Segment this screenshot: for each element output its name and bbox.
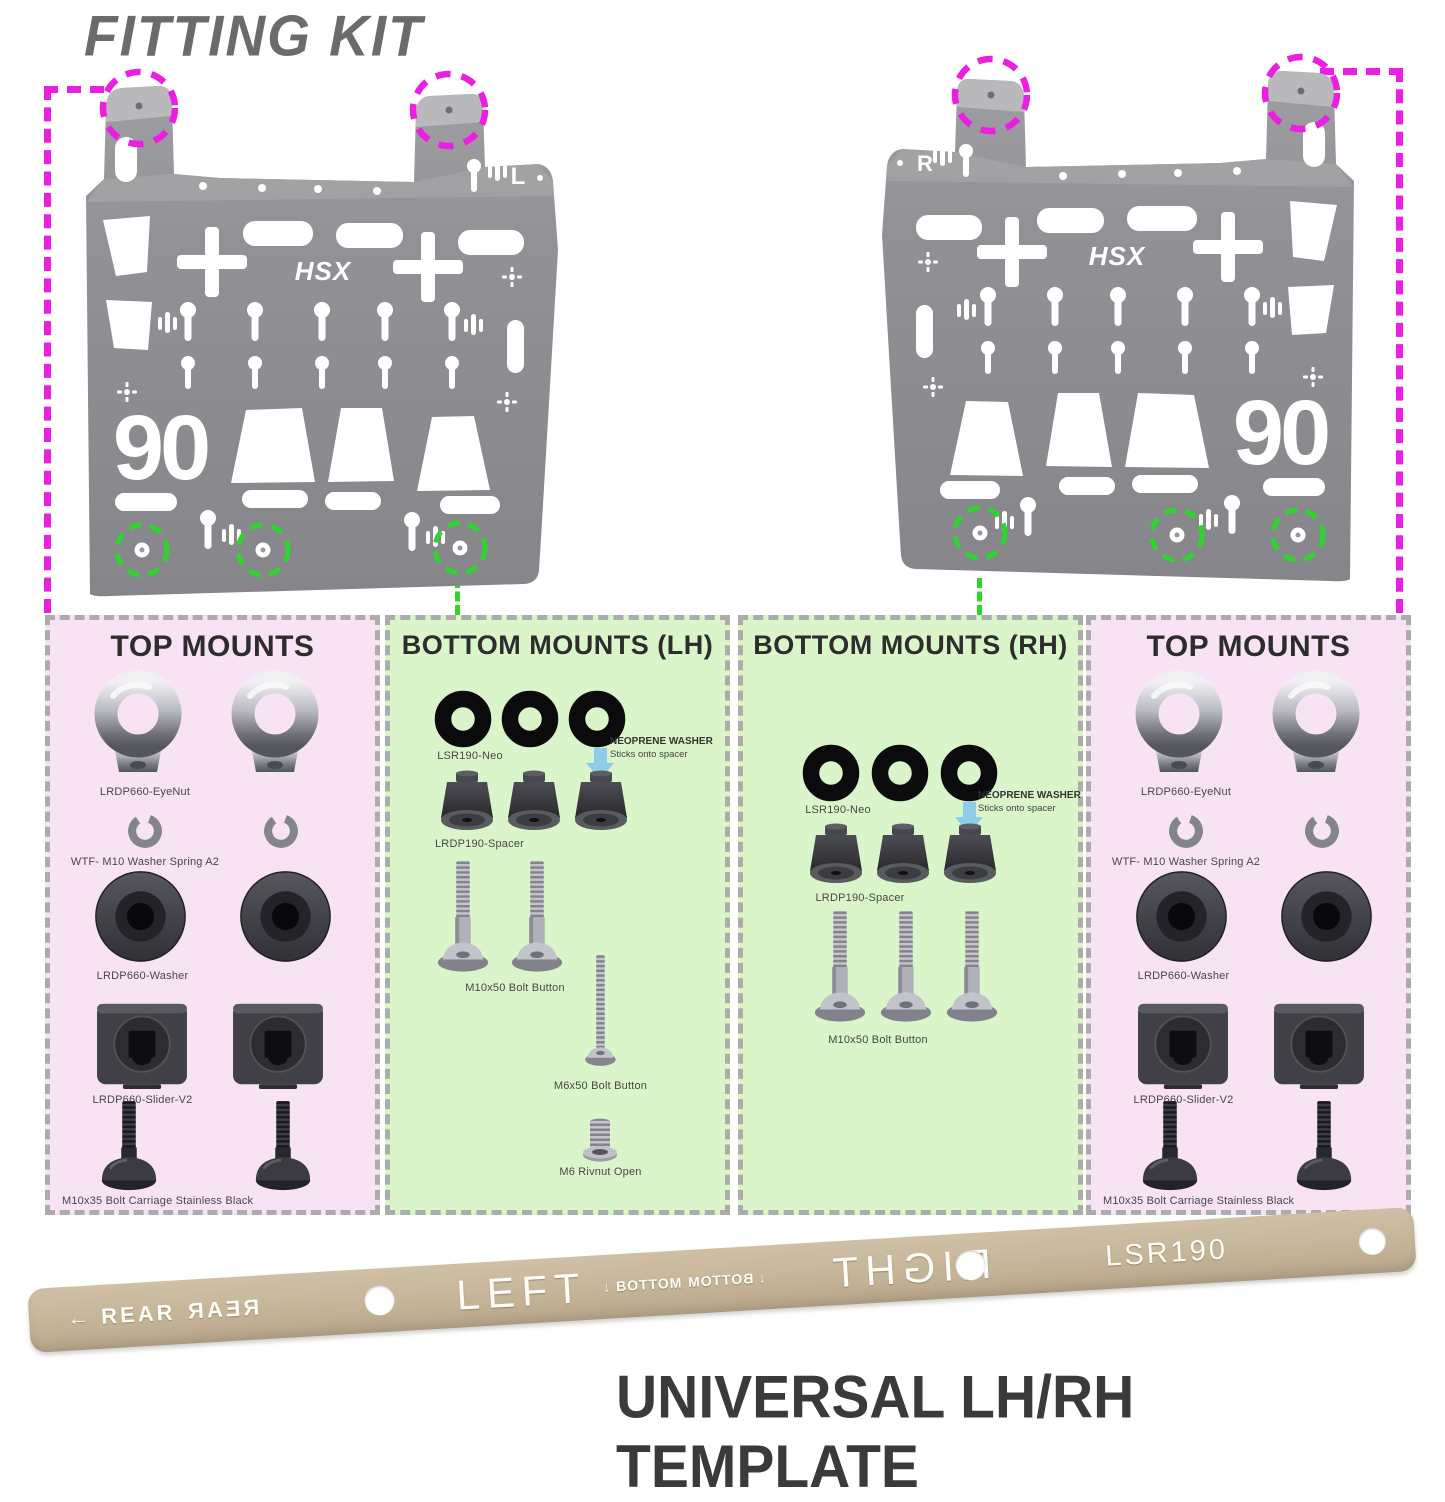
- brand-logo: HSX: [295, 256, 352, 286]
- strip-hole: [363, 1284, 396, 1317]
- spacer-image: [508, 770, 560, 830]
- neoprene-washer-image: [501, 690, 559, 748]
- neoprene-note: NEOPRENE WASHER Sticks onto spacer: [610, 736, 728, 760]
- spring-washer-image: [124, 810, 166, 852]
- fitting-kit-infographic: FITTING KIT: [27, 3, 1417, 1501]
- note-subtitle: Sticks onto spacer: [978, 802, 1056, 814]
- note-subtitle: Sticks onto spacer: [610, 748, 688, 760]
- green-connector-line: [455, 578, 460, 615]
- part-label: WTF- M10 Washer Spring A2: [1111, 856, 1261, 868]
- neoprene-note: NEOPRENE WASHER Sticks onto spacer: [978, 790, 1086, 814]
- slider-image: [232, 1002, 324, 1090]
- eyenut-image: [1261, 670, 1371, 780]
- green-connector-line: [977, 578, 982, 615]
- part-label: LRDP660-EyeNut: [1140, 786, 1232, 798]
- spring-washer-image: [260, 810, 302, 852]
- bottom-mounts-box-lh: BOTTOM MOUNTS (LH) LSR190-Neo NEOPRENE W…: [385, 615, 730, 1215]
- slider-image: [1137, 1002, 1229, 1090]
- part-label: LSR190-Neo: [437, 750, 503, 762]
- note-title: NEOPRENE WASHER: [610, 736, 713, 747]
- box-heading: TOP MOUNTS: [110, 630, 315, 663]
- bottom-mount-highlight-circles: [952, 505, 1326, 563]
- strip-bottom-label: ↓ BOTTOM BOTTOM ↓: [602, 1269, 767, 1296]
- box-heading: BOTTOM MOUNTS (LH): [401, 630, 714, 660]
- spring-washer-image: [1165, 810, 1207, 852]
- molle-panel-left: HSX 90 L: [60, 68, 605, 610]
- carriage-bolt-image: [254, 1099, 312, 1192]
- rivnut-image: [583, 1118, 617, 1162]
- top-mount-highlight-circles: [951, 53, 1341, 135]
- m6-bolt-image: [585, 954, 616, 1066]
- spacer-image: [441, 770, 493, 830]
- carriage-bolt-image: [1141, 1099, 1199, 1192]
- part-label: M6 Rivnut Open: [559, 1166, 642, 1178]
- part-label: LRDP190-Spacer: [815, 892, 905, 904]
- top-mounts-box-right: TOP MOUNTS LRDP660-EyeNut WTF- M10 Washe…: [1086, 615, 1411, 1215]
- m10-bolt-image: [437, 861, 489, 972]
- model-90-cutout: 90: [1233, 382, 1328, 484]
- part-label: LRDP660-Slider-V2: [92, 1094, 193, 1106]
- left-arrow-icon: ←: [66, 1304, 93, 1331]
- rubber-washer-image: [1136, 871, 1227, 962]
- magenta-guide-line: [44, 86, 104, 93]
- part-label: LRDP190-Spacer: [434, 838, 524, 850]
- bottom-mount-highlight-circles: [114, 520, 488, 578]
- spacer-image: [944, 823, 996, 883]
- eyenut-image: [220, 670, 330, 780]
- part-label: M10x50 Bolt Button: [465, 982, 565, 994]
- m10-bolt-image: [814, 911, 866, 1022]
- box-heading: TOP MOUNTS: [1146, 630, 1351, 663]
- rubber-washer-image: [95, 871, 186, 962]
- carriage-bolt-image: [1295, 1099, 1353, 1192]
- page-title: FITTING KIT: [84, 3, 424, 69]
- spacer-image: [877, 823, 929, 883]
- part-label: M10x35 Bolt Carriage Stainless Black: [62, 1195, 254, 1207]
- strip-code-label: LSR190: [1104, 1233, 1229, 1273]
- eyenut-image: [1124, 670, 1234, 780]
- magenta-guide-line: [1396, 68, 1403, 613]
- part-label: M6x50 Bolt Button: [553, 1080, 648, 1092]
- strip-left-label: LEFT: [455, 1264, 589, 1319]
- slider-image: [96, 1002, 188, 1090]
- magenta-guide-line: [44, 86, 51, 613]
- part-label: LRDP660-Washer: [1137, 970, 1230, 982]
- m10-bolt-image: [511, 861, 563, 972]
- side-marking: R: [917, 151, 933, 176]
- neoprene-washer-image: [434, 690, 492, 748]
- rubber-washer-image: [1281, 871, 1372, 962]
- m10-bolt-image: [880, 911, 932, 1022]
- magenta-guide-line: [1320, 68, 1403, 75]
- box-heading: BOTTOM MOUNTS (RH): [753, 630, 1068, 660]
- rubber-washer-image: [240, 871, 331, 962]
- spring-washer-image: [1301, 810, 1343, 852]
- strip-rear-label: ← REAR REAR: [66, 1294, 260, 1331]
- bottom-mounts-box-rh: BOTTOM MOUNTS (RH) LSR190-Neo NEOPRENE W…: [738, 615, 1083, 1215]
- part-label: LRDP660-Slider-V2: [1133, 1094, 1234, 1106]
- footer-caption: UNIVERSAL LH/RH TEMPLATE: [616, 1364, 1135, 1501]
- slider-image: [1273, 1002, 1365, 1090]
- part-label: M10x35 Bolt Carriage Stainless Black: [1103, 1195, 1295, 1207]
- part-label: LRDP660-Washer: [96, 970, 189, 982]
- part-label: LSR190-Neo: [805, 804, 871, 816]
- eyenut-image: [83, 670, 193, 780]
- note-title: NEOPRENE WASHER: [978, 790, 1081, 801]
- template-strip: ← REAR REAR LEFT ↓ BOTTOM BOTTOM ↓ RIGHT…: [27, 1206, 1417, 1354]
- model-90-cutout: 90: [113, 397, 208, 499]
- part-label: M10x50 Bolt Button: [828, 1034, 928, 1046]
- top-mounts-box-left: TOP MOUNTS LRDP660-EyeNut WTF- M10 Washe…: [45, 615, 380, 1215]
- strip-hole: [1358, 1227, 1387, 1256]
- molle-panel-right: HSX 90 R: [835, 53, 1380, 595]
- neoprene-washer-image: [871, 744, 929, 802]
- side-marking: L: [511, 163, 526, 190]
- spacer-image: [810, 823, 862, 883]
- m10-bolt-image: [946, 911, 998, 1022]
- spacer-image: [575, 770, 627, 830]
- carriage-bolt-image: [100, 1099, 158, 1192]
- part-label: LRDP660-EyeNut: [99, 786, 191, 798]
- neoprene-washer-image: [802, 744, 860, 802]
- part-label: WTF- M10 Washer Spring A2: [70, 856, 220, 868]
- top-mount-highlight-circles: [99, 68, 489, 150]
- brand-logo: HSX: [1089, 241, 1146, 271]
